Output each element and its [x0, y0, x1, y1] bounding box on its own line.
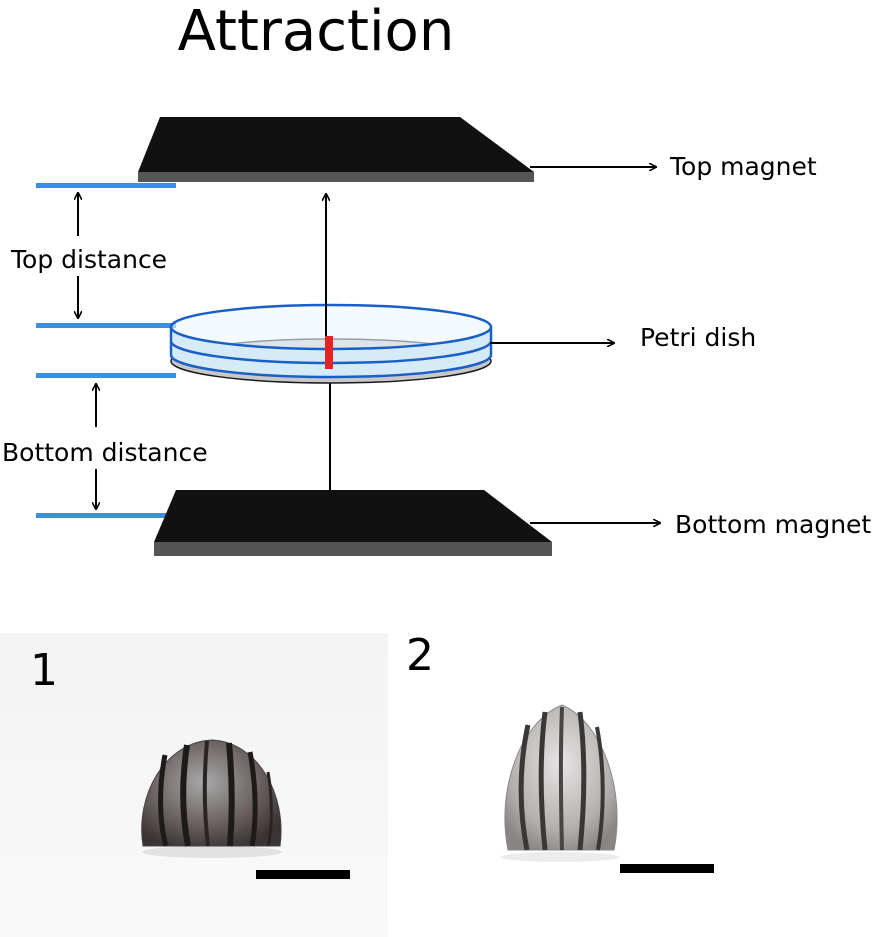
- photo-panel-1-number: 1: [30, 645, 58, 696]
- photo-panel-2: 2: [406, 630, 714, 873]
- photo-1-bead: [141, 739, 282, 858]
- photo-2-scale-bar: [620, 864, 714, 873]
- magnetic-sample: [325, 336, 333, 369]
- dish-bottom-level-marker: [36, 373, 176, 378]
- top-distance-label: Top distance: [10, 245, 167, 274]
- photo-1-scale-bar: [256, 870, 350, 879]
- bottom-magnet-label: Bottom magnet: [675, 510, 871, 539]
- bottom-magnet: [154, 490, 552, 556]
- diagram-title: Attraction: [178, 0, 455, 64]
- dish-top-level-marker: [36, 323, 176, 328]
- petri-dish-bottom-rim: [169, 354, 493, 379]
- top-magnet-side: [138, 172, 534, 182]
- photo-2-bead-shadow: [500, 852, 620, 862]
- petri-dish-label: Petri dish: [640, 323, 756, 352]
- top-magnet-level-marker: [36, 183, 176, 188]
- bottom-distance-label: Bottom distance: [2, 438, 208, 467]
- bottom-magnet-face: [154, 490, 552, 542]
- photo-panel-1: 1: [0, 633, 388, 937]
- photo-1-bead-shadow: [142, 846, 282, 858]
- photo-2-bead: [500, 704, 620, 862]
- top-magnet: [138, 117, 534, 182]
- bottom-magnet-side: [154, 542, 552, 556]
- photo-1-bead-body: [141, 739, 282, 847]
- top-magnet-label: Top magnet: [669, 152, 817, 181]
- photo-panel-2-number: 2: [406, 630, 434, 681]
- top-magnet-face: [138, 117, 534, 172]
- bottom-magnet-level-marker: [36, 513, 188, 518]
